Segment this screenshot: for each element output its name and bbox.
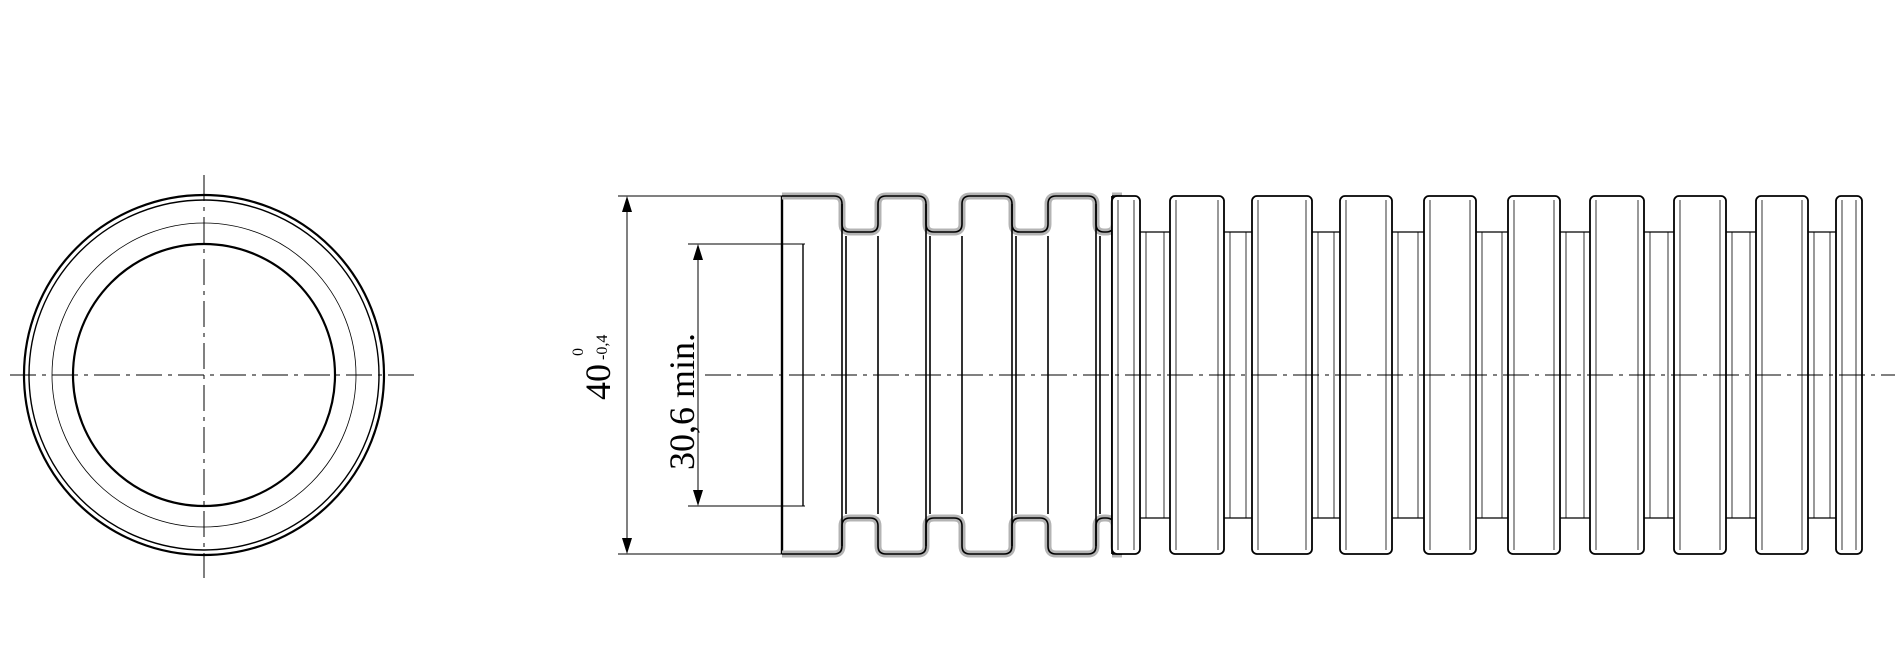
outer-circle-inner-edge: [28, 199, 380, 551]
corrugation-circle: [51, 222, 357, 528]
section-cut: [780, 192, 1123, 558]
inner-dimension-arrow-bottom: [693, 490, 703, 506]
section-wall-bottom: [782, 517, 1123, 555]
outer-circle: [22, 193, 386, 557]
outer-dimension-arrow-bottom: [622, 538, 632, 554]
tolerance-lower: -0,4: [594, 335, 611, 360]
section-wall-top-fill: [782, 192, 1123, 236]
tolerance-upper: 0: [570, 348, 587, 356]
end-view: [10, 175, 415, 578]
inner-circle: [71, 242, 337, 508]
external-view: [705, 195, 1895, 555]
inner-dimension-arrow-top: [693, 244, 703, 260]
section-wall-top: [782, 195, 1123, 233]
section-wall-bottom-fill: [782, 514, 1123, 558]
outer-diameter-value: 40: [578, 364, 618, 400]
inner-diameter-value: 30,6 min.: [662, 333, 702, 470]
side-view: 40 0 -0,4 30,6 min.: [570, 192, 1895, 558]
outer-dimension-arrow-top: [622, 196, 632, 212]
